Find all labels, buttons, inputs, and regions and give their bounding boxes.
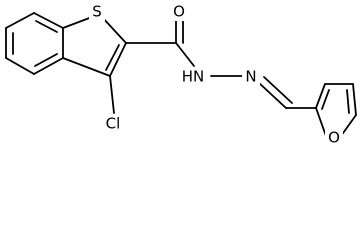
bond-n-ch-1 xyxy=(257,81,287,109)
bond-benzene-inner-2 xyxy=(35,20,58,33)
bond-benzene-6 xyxy=(5,12,35,29)
bond-benzene-3 xyxy=(33,57,64,75)
molecule-diagram: S O Cl HN N O xyxy=(5,2,357,147)
bonds xyxy=(5,12,357,137)
bond-thiophene-inner xyxy=(105,44,120,71)
bond-furan-1 xyxy=(315,83,326,109)
chlorine-label: Cl xyxy=(106,115,121,133)
bond-furan-5 xyxy=(315,107,327,137)
sulfur-label: S xyxy=(92,3,102,21)
bond-thiophene-4 xyxy=(62,57,111,77)
bond-furan-inner-2 xyxy=(346,89,350,114)
bond-n-ch-2 xyxy=(263,76,293,104)
bond-benzene-4 xyxy=(5,57,35,75)
bond-furan-4 xyxy=(340,114,357,137)
furan-oxygen-label: O xyxy=(328,129,340,147)
bond-chlorine xyxy=(109,75,115,114)
bond-benzene-inner-3 xyxy=(34,53,58,67)
structure-svg: S O Cl HN N O xyxy=(5,3,357,147)
bond-carbonyl-nh xyxy=(175,42,195,67)
bond-thiophene-1 xyxy=(62,16,93,29)
bond-thiophene-2 xyxy=(101,16,127,44)
bond-benzene-1 xyxy=(33,12,64,29)
atom-labels: S O Cl HN N O xyxy=(89,3,343,147)
bond-furan-inner-1 xyxy=(321,89,330,110)
carbonyl-oxygen-label: O xyxy=(173,3,185,21)
nh-label: HN xyxy=(182,68,205,86)
bond-thiophene-3 xyxy=(109,42,127,77)
bond-furan-3 xyxy=(352,83,357,116)
imine-nitrogen-label: N xyxy=(245,68,256,86)
